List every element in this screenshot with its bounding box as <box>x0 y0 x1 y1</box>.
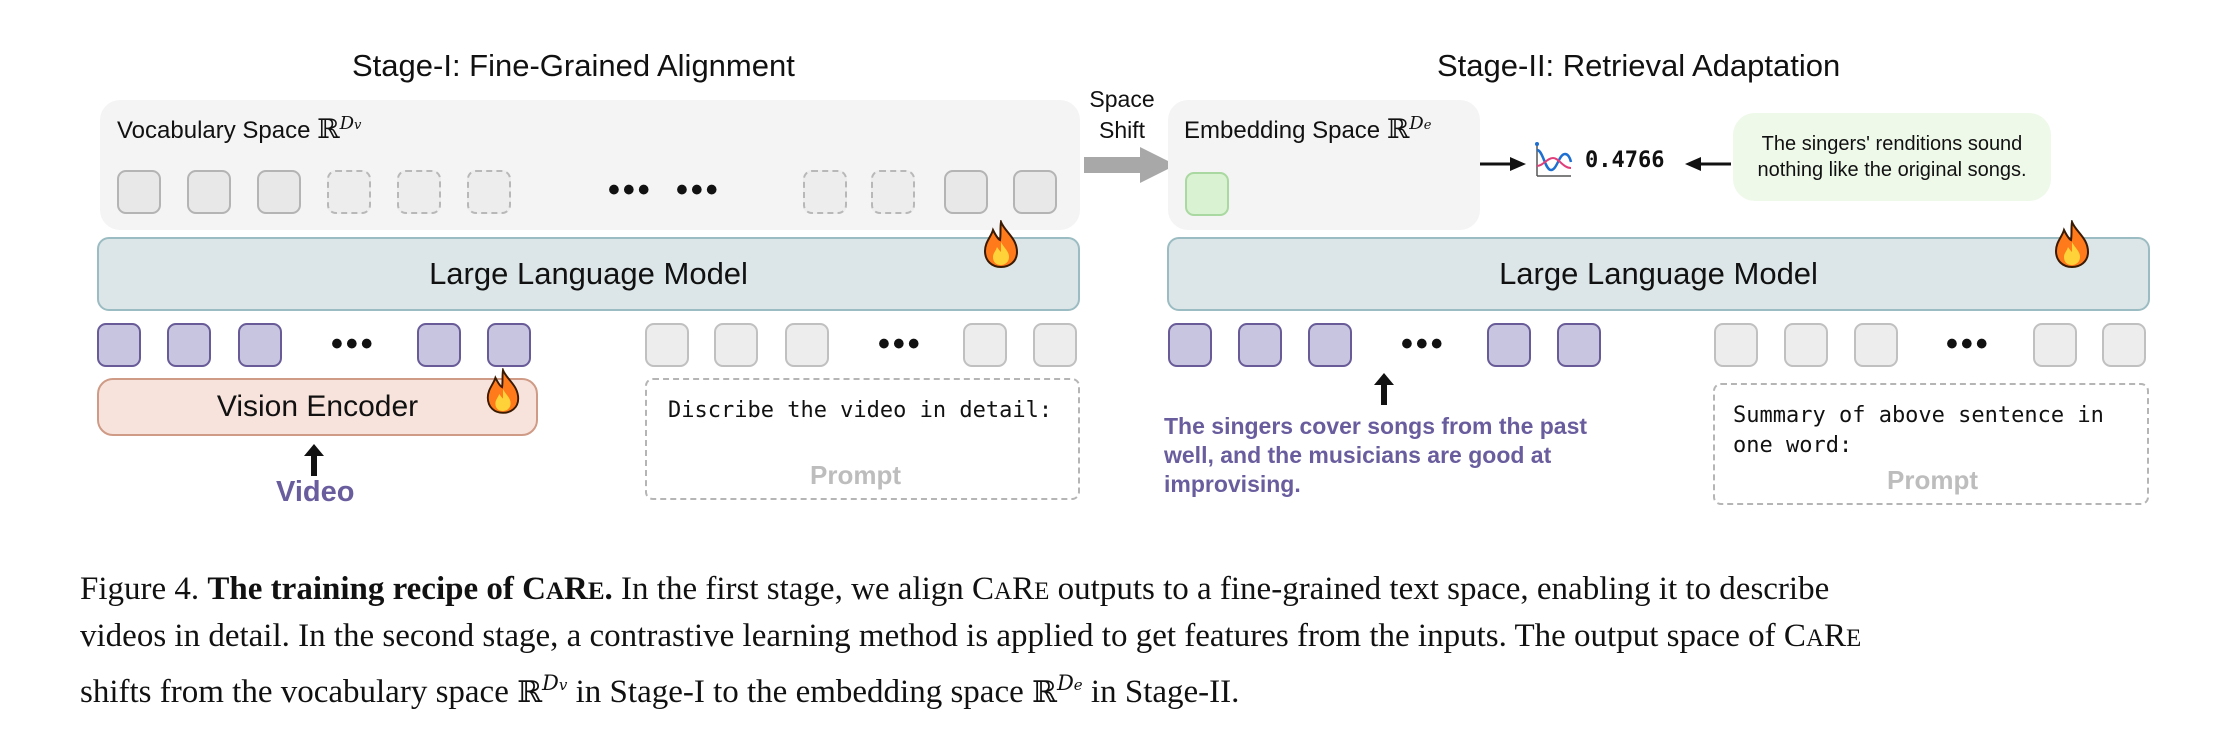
visual-token <box>417 323 461 367</box>
figure-caption-line3: shifts from the vocabulary space ℝDv in … <box>80 660 1239 716</box>
caption-line3-c: in Stage-II. <box>1090 674 1240 710</box>
prompt-token <box>785 323 829 367</box>
vocab-token <box>187 170 231 214</box>
stage1-prompt-text: Discribe the video in detail: <box>668 398 1053 423</box>
model-name: CARE <box>1783 618 1862 654</box>
visual-token <box>167 323 211 367</box>
prompt-token-ellipsis: ••• <box>1946 325 1991 363</box>
embedding-space-label: Embedding Space ℝDe <box>1184 113 1431 145</box>
stage1-llm-label: Large Language Model <box>429 256 748 291</box>
prompt-token-ellipsis: ••• <box>878 325 923 363</box>
caption-vocab-symbol: ℝDv <box>517 671 568 710</box>
prompt-token <box>1033 323 1077 367</box>
caption-embed-symbol: ℝDe <box>1032 671 1083 710</box>
visual-token-ellipsis: ••• <box>331 325 376 363</box>
embedding-space-symbol: ℝ <box>1386 114 1410 145</box>
caption-title: The training recipe of CARE. <box>207 571 613 607</box>
text-token <box>1168 323 1212 367</box>
caption-line1-b: outputs to a fine-grained text space, en… <box>1057 571 1830 607</box>
stage2-prompt-box <box>1713 383 2149 505</box>
stage1-prompt-label: Prompt <box>810 460 901 490</box>
prompt-token <box>645 323 689 367</box>
prompt-token <box>714 323 758 367</box>
fire-icon <box>983 220 1019 268</box>
vocab-token <box>1013 170 1057 214</box>
fire-icon <box>486 368 520 414</box>
visual-token <box>487 323 531 367</box>
embedding-space-exponent: De <box>1409 113 1432 134</box>
stage2-prompt-label: Prompt <box>1887 465 1978 495</box>
text-caption-bubble: The singers' renditions sound nothing li… <box>1733 113 2051 201</box>
vocab-token-masked <box>467 170 511 214</box>
figure-caption-line2: videos in detail. In the second stage, a… <box>80 613 1861 662</box>
similarity-curve-icon <box>1535 142 1573 177</box>
vocab-token <box>257 170 301 214</box>
right-arrow-icon <box>1480 157 1526 171</box>
caption-line2: videos in detail. In the second stage, a… <box>80 618 1776 654</box>
text-token <box>1487 323 1531 367</box>
stage2-prompt-text-line2: one word: <box>1733 433 1853 458</box>
text-token-ellipsis: ••• <box>1401 325 1446 363</box>
text-input: The singers cover songs from the past we… <box>1164 413 1588 497</box>
stage2-llm-label: Large Language Model <box>1499 256 1818 291</box>
vision-encoder-label: Vision Encoder <box>216 390 419 423</box>
space-shift-line1: Space <box>1089 86 1155 112</box>
vocab-token <box>944 170 988 214</box>
prompt-token <box>1784 323 1828 367</box>
embedding-token <box>1185 172 1229 216</box>
embedding-space-text: Embedding Space <box>1184 117 1381 144</box>
up-arrow-icon <box>304 444 324 476</box>
up-arrow-icon <box>1374 373 1394 405</box>
stage2-llm-block: Large Language Model <box>1167 237 2150 311</box>
stage1-prompt-box <box>645 378 1080 500</box>
vocabulary-space-text: Vocabulary Space <box>117 117 311 144</box>
vocabulary-space-label: Vocabulary Space ℝDv <box>117 113 361 145</box>
vocab-token-masked <box>397 170 441 214</box>
stage2-prompt-text-line1: Summary of above sentence in <box>1733 403 2104 428</box>
vocab-token-masked <box>327 170 371 214</box>
visual-token <box>238 323 282 367</box>
prompt-token <box>2033 323 2077 367</box>
left-arrow-icon <box>1685 157 1731 171</box>
space-shift-label: Space Shift <box>1082 84 1162 146</box>
space-shift-line2: Shift <box>1098 117 1146 143</box>
stage2-title: Stage-II: Retrieval Adaptation <box>1437 48 1841 83</box>
vocab-token <box>117 170 161 214</box>
figure-label: Figure 4. <box>80 571 200 607</box>
vocab-ellipsis: ••• <box>608 171 653 209</box>
prompt-token <box>2102 323 2146 367</box>
vocab-token-masked <box>871 170 915 214</box>
text-token <box>1238 323 1282 367</box>
caption-line3-b: in Stage-I to the embedding space <box>575 674 1024 710</box>
vocabulary-space-exponent: Dv <box>339 113 362 134</box>
vocabulary-space-symbol: ℝ <box>317 114 340 145</box>
stage1-llm-block: Large Language Model <box>97 237 1080 311</box>
text-token <box>1557 323 1601 367</box>
prompt-token <box>1714 323 1758 367</box>
stage1-title: Stage-I: Fine-Grained Alignment <box>352 48 795 83</box>
vision-encoder-block: Vision Encoder <box>97 378 538 436</box>
text-token <box>1308 323 1352 367</box>
vocab-ellipsis: ••• <box>676 171 721 209</box>
vocab-token-masked <box>803 170 847 214</box>
model-name: CARE <box>972 571 1050 607</box>
similarity-score: 0.4766 <box>1585 148 1665 173</box>
fire-icon <box>2054 220 2090 268</box>
prompt-token <box>1854 323 1898 367</box>
space-shift-arrow <box>1084 147 1176 183</box>
figure-caption-line1: Figure 4. The training recipe of CARE. I… <box>80 566 1829 615</box>
prompt-token <box>963 323 1007 367</box>
visual-token <box>97 323 141 367</box>
text-caption: The singers' renditions sound nothing li… <box>1757 133 2027 181</box>
caption-line3-a: shifts from the vocabulary space <box>80 674 509 710</box>
video-input-label: Video <box>276 476 355 508</box>
caption-line1-a: In the first stage, we align <box>621 571 964 607</box>
